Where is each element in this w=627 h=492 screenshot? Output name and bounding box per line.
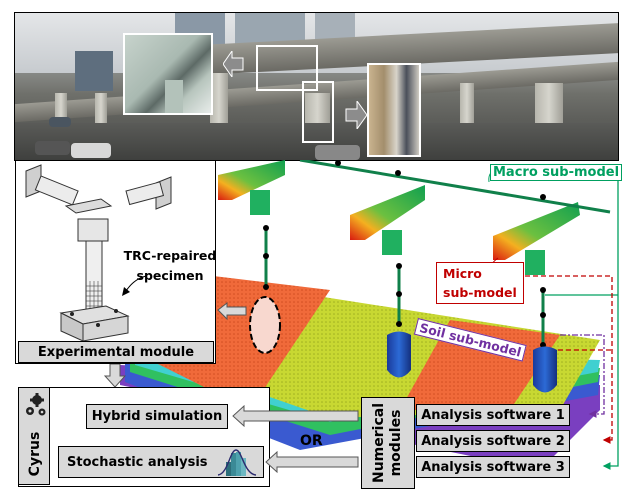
gears-icon: [26, 393, 46, 416]
hybrid-simulation-box: Hybrid simulation: [86, 404, 228, 429]
pile-2: [387, 331, 411, 378]
footing-side: [60, 312, 84, 341]
pier-caps: [218, 160, 580, 275]
distribution-chart-icon: [217, 449, 256, 476]
loading-block: [77, 218, 109, 242]
micro-label-line1: Micro: [443, 266, 482, 281]
pier-cap-3: [493, 202, 580, 260]
left-arrow-icon: [217, 301, 247, 321]
macro-line: [263, 160, 611, 348]
actuator-horizontal: [125, 181, 165, 206]
car: [71, 143, 111, 158]
pile-3: [533, 346, 557, 393]
or-label: OR: [300, 433, 323, 449]
cyrus-title: Cyrus: [27, 431, 43, 477]
specimen-pointer: [125, 275, 147, 292]
down-arrow-icon: [104, 364, 126, 388]
stochastic-analysis-label: Stochastic analysis: [67, 454, 208, 470]
experimental-panel: TRC-repaired specimen Experimental modul…: [15, 160, 216, 364]
car: [49, 117, 71, 127]
analysis-software-1: Analysis software 1: [416, 404, 570, 426]
right-arrow-icon: [345, 101, 367, 129]
pier-column-3: [525, 250, 545, 275]
pier-column-1: [250, 190, 270, 215]
pier-cap-2: [350, 185, 425, 240]
car: [315, 145, 360, 160]
experimental-module-label: Experimental module: [18, 341, 214, 363]
soil-connector: [560, 334, 605, 418]
building: [75, 51, 113, 91]
car: [35, 141, 70, 155]
macro-connector: [598, 174, 619, 470]
left-arrow-icon: [232, 405, 359, 427]
inset-pier-damage: [367, 63, 421, 157]
footing-front: [82, 315, 129, 341]
analysis-software-3: Analysis software 3: [416, 456, 570, 478]
left-arrow-icon: [265, 451, 359, 473]
zoom-box-cap: [256, 45, 318, 91]
pier: [210, 73, 228, 133]
cyrus-sidebar: Cyrus: [18, 387, 50, 485]
inset-column: [165, 80, 183, 113]
analysis-software-2: Analysis software 2: [416, 430, 570, 452]
numerical-title-text: Numerical modules: [371, 403, 405, 483]
specimen-label-line2: specimen: [136, 268, 204, 283]
left-arrow-icon: [223, 51, 244, 77]
loading-cap-top: [64, 198, 113, 214]
piles: [387, 331, 557, 393]
pier: [95, 93, 107, 128]
highway-photo: [14, 12, 619, 161]
pier-column-2: [382, 230, 402, 255]
numerical-title-line2: modules: [388, 409, 405, 477]
specimen-pointer-head: [122, 287, 130, 296]
inset-pier-cap-damage: [123, 33, 213, 115]
test-setup-drawing: [25, 164, 172, 341]
micro-connector: [525, 275, 613, 444]
pier-cap-1: [218, 160, 285, 200]
numerical-modules-title: Numerical modules: [361, 397, 415, 489]
stochastic-analysis-box: Stochastic analysis: [58, 446, 264, 478]
micro-label-line2: sub-model: [443, 285, 517, 300]
macro-sub-model-label: Macro sub-model: [490, 164, 623, 181]
micro-sub-model-label: Micro sub-model: [436, 262, 524, 304]
experimental-pile-ellipse: [249, 296, 281, 354]
specimen-label-line1: TRC-repaired: [123, 248, 217, 263]
numerical-title-line1: Numerical: [371, 402, 388, 484]
zoom-box-pier: [302, 81, 334, 143]
actuator-vertical: [34, 175, 79, 206]
specimen-label: TRC-repaired specimen: [120, 246, 220, 286]
